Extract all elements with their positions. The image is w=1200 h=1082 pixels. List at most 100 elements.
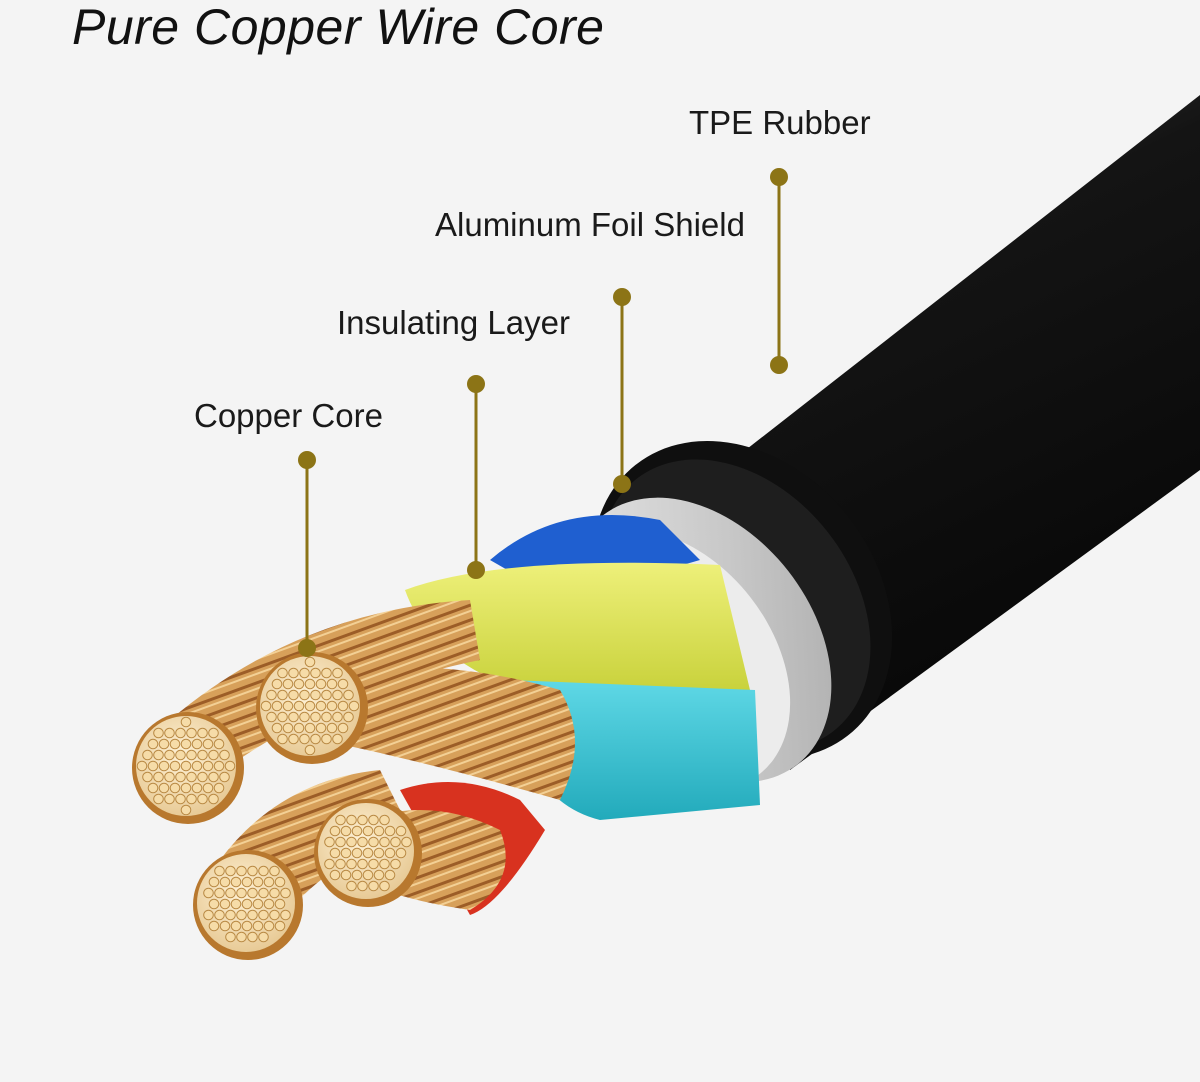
strand-dot	[142, 771, 153, 783]
strand-dot	[384, 825, 396, 837]
strand-dot	[214, 909, 225, 921]
strand-dot	[225, 887, 236, 899]
strand-dot	[186, 749, 197, 761]
strand-dot	[236, 931, 247, 943]
strand-dot	[219, 876, 231, 888]
strand-dot	[340, 825, 352, 837]
strand-dot	[175, 749, 186, 761]
strand-dot	[346, 880, 357, 892]
strand-dot	[346, 836, 357, 848]
strand-dot	[236, 865, 247, 877]
strand-dot	[337, 678, 349, 690]
strand-dot	[310, 667, 321, 679]
strand-dot	[191, 760, 203, 772]
strand-dot	[357, 858, 368, 870]
strand-dot	[169, 738, 181, 750]
strand-dot	[136, 760, 148, 772]
strand-dot	[252, 898, 264, 910]
strand-dot	[326, 722, 338, 734]
strand-dot	[321, 711, 332, 723]
cyan-insulation	[510, 680, 760, 820]
strand-dot	[277, 733, 288, 745]
strand-dot	[368, 858, 379, 870]
strand-dot	[304, 722, 316, 734]
leader-copper-core	[298, 451, 316, 657]
strand-dot	[368, 880, 379, 892]
strand-dot	[343, 689, 354, 701]
strand-dot	[214, 887, 225, 899]
strand-dot	[142, 749, 153, 761]
strand-dot	[180, 738, 192, 750]
strand-dot	[271, 678, 283, 690]
strand-dot	[186, 727, 197, 739]
strand-dot	[230, 898, 242, 910]
strand-dot	[236, 887, 247, 899]
strand-dot	[180, 760, 192, 772]
strand-dot	[335, 858, 346, 870]
strand-dot	[357, 814, 368, 826]
strand-dot	[202, 738, 214, 750]
copper-core	[132, 600, 575, 960]
strand-dot	[263, 898, 275, 910]
strand-dot	[153, 727, 164, 739]
strand-dot	[147, 760, 159, 772]
strand-dot	[197, 771, 208, 783]
strand-dot	[277, 667, 288, 679]
strand-dot	[304, 700, 316, 712]
strand-dot	[164, 771, 175, 783]
strand-dot	[241, 876, 253, 888]
strand-dot	[230, 876, 242, 888]
strand-dot	[191, 782, 203, 794]
strand-dot	[180, 782, 192, 794]
strand-dot	[271, 700, 283, 712]
strand-dot	[324, 858, 335, 870]
strand-dot	[158, 738, 170, 750]
strand-dot	[293, 678, 305, 690]
strand-dot	[299, 667, 310, 679]
strand-dot	[236, 909, 247, 921]
strand-dot	[164, 727, 175, 739]
strand-dot	[266, 711, 277, 723]
strand-dot	[225, 909, 236, 921]
strand-dot	[147, 738, 159, 750]
yellow-insulation	[405, 562, 750, 690]
strand-dot	[310, 733, 321, 745]
leader-lines	[298, 168, 788, 657]
strand-dot	[348, 700, 360, 712]
strand-dot	[274, 920, 286, 932]
strand-dot	[252, 920, 264, 932]
strand-dot	[266, 689, 277, 701]
strand-dot	[379, 880, 390, 892]
strand-dot	[288, 711, 299, 723]
strand-dot	[293, 700, 305, 712]
label-insulating-layer: Insulating Layer	[337, 304, 570, 341]
strand-dot	[357, 836, 368, 848]
strand-dot	[346, 814, 357, 826]
strand-dot	[263, 876, 275, 888]
strand-dot	[175, 771, 186, 783]
strand-dot	[315, 678, 327, 690]
strand-dot	[252, 876, 264, 888]
strand-dot	[329, 869, 341, 881]
strand-dot	[373, 825, 385, 837]
strand-dot	[247, 931, 258, 943]
strand-dot	[213, 760, 225, 772]
strand-dot	[197, 749, 208, 761]
strand-dot	[324, 836, 335, 848]
strand-dot	[269, 865, 280, 877]
strand-dot	[203, 887, 214, 899]
leader-insulating-layer	[467, 375, 485, 579]
strand-dot	[230, 920, 242, 932]
strand-dot	[153, 749, 164, 761]
strand-dot	[343, 711, 354, 723]
strand-dot	[175, 727, 186, 739]
strand-dot	[288, 667, 299, 679]
label-aluminum-foil-shield: Aluminum Foil Shield	[435, 206, 745, 243]
strand-dot	[258, 887, 269, 899]
strand-dot	[321, 667, 332, 679]
strand-dot	[241, 898, 253, 910]
strand-dot	[277, 689, 288, 701]
strand-dot	[351, 847, 363, 859]
strand-dot	[315, 700, 327, 712]
strand-dots	[136, 656, 412, 943]
